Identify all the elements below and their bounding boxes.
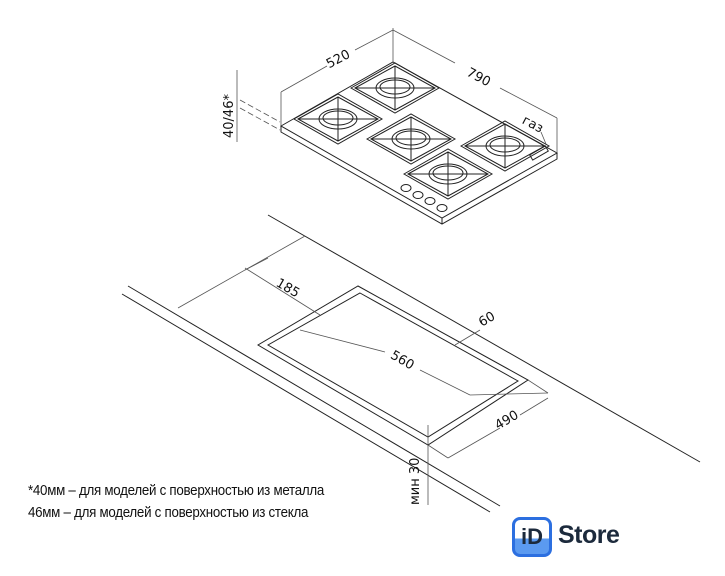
cutout-width-dimension: 560 — [388, 348, 417, 373]
cutout-offset-dimension: 185 — [273, 276, 302, 301]
width-dimension: 790 — [464, 65, 493, 90]
burner — [292, 93, 384, 145]
height-dimension: 40/46* — [222, 94, 237, 138]
burners — [292, 62, 551, 200]
footnote-metal: *40мм – для моделей с поверхностью из ме… — [28, 483, 325, 499]
control-knobs — [400, 184, 448, 212]
burner — [349, 62, 441, 114]
logo-mark: iD — [512, 517, 552, 557]
gas-hob — [279, 61, 559, 225]
rear-offset-dimension: 60 — [476, 309, 498, 330]
cutout-dimension-lines — [244, 257, 549, 505]
burner — [365, 113, 457, 165]
cutout-depth-dimension: 490 — [492, 408, 521, 433]
logo-mark-text: iD — [521, 524, 543, 549]
burner — [459, 120, 551, 172]
hob-dimension-lines — [236, 28, 558, 153]
depth-dimension: 520 — [324, 47, 353, 72]
burner — [402, 148, 494, 200]
logo-text: Store — [558, 521, 620, 549]
footnote-glass: 46мм – для моделей с поверхностью из сте… — [28, 505, 309, 521]
min-clearance-dimension: мин 30 — [408, 458, 423, 505]
